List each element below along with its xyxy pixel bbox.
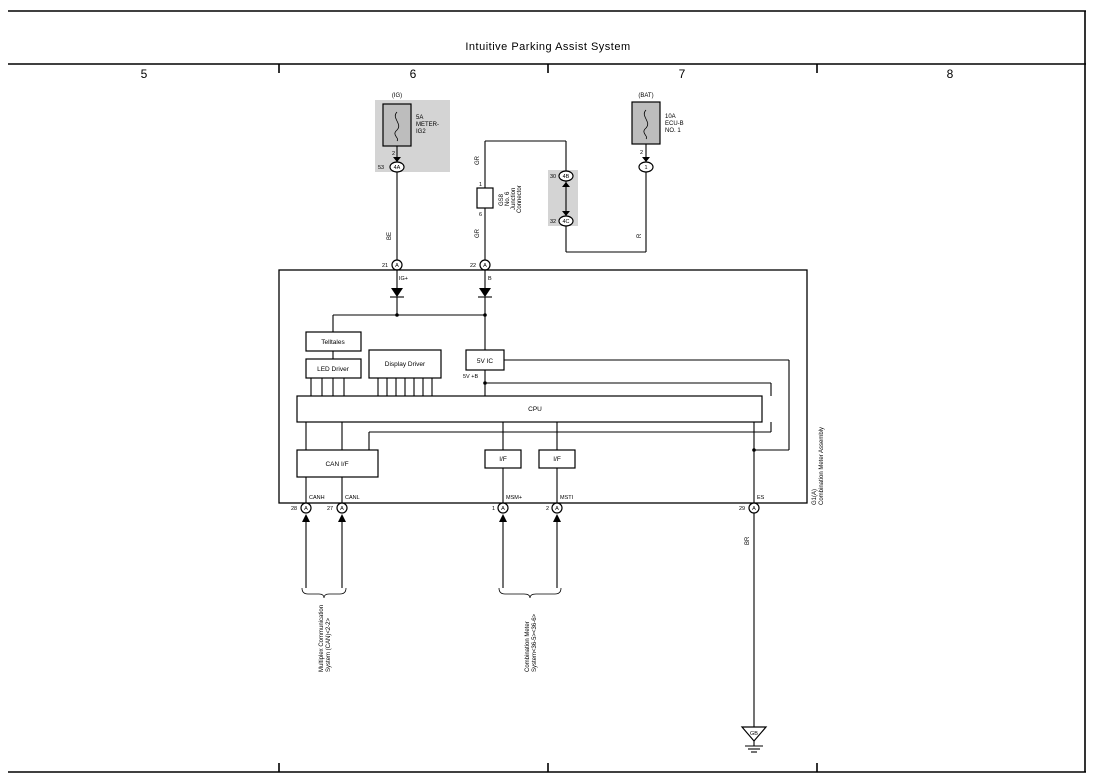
column-label-8: 8 <box>947 67 954 81</box>
pin-canh-code: A <box>304 506 308 512</box>
meter-bottom-pins: A 28 A 27 A 1 A 2 A 29 <box>291 502 760 514</box>
pin-msti-code: A <box>555 506 559 512</box>
junction-pin-bottom: 6 <box>479 212 482 218</box>
pin-msti-num: 2 <box>546 506 549 512</box>
pin-canh-label: CANH <box>309 495 325 501</box>
telltales-label: Telltales <box>321 339 345 346</box>
if1-label: I/F <box>499 456 507 463</box>
regulator-label: 5V IC <box>477 358 494 365</box>
pin-b-num: 22 <box>470 263 476 269</box>
pin-msm-num: 1 <box>492 506 495 512</box>
wire-label-r: R <box>637 233 643 238</box>
bat-source-label: (BAT) <box>638 93 653 99</box>
wire-label-br: BR <box>745 536 751 545</box>
cpu-block: CPU <box>296 395 763 423</box>
combo-ref-line2: System<36-5><36-6> <box>532 613 538 672</box>
pin-es-code: A <box>752 506 756 512</box>
wire-label-gr-top: GR <box>475 155 481 165</box>
pin-ig-code: A <box>395 263 399 269</box>
regulator-output-label: 5V +B <box>463 374 478 380</box>
if2-block: I/F <box>538 449 576 469</box>
regulator-block: 5V IC 5V +B <box>463 349 505 380</box>
column-label-7: 7 <box>679 67 686 81</box>
assembly-name: Combination Meter Assembly <box>819 427 825 505</box>
junction-line2: Junction <box>511 188 517 210</box>
conn-4b-pin: 30 <box>550 174 556 180</box>
junction-code: GS8 <box>499 193 505 206</box>
conn-4c-pin: 32 <box>550 219 556 225</box>
pin-msm-label: MSM+ <box>506 495 522 501</box>
pin-canh-num: 28 <box>291 506 297 512</box>
led-driver-block: LED Driver <box>305 358 362 379</box>
ig-fuse-pin: 2 <box>392 151 395 157</box>
pin-es-num: 29 <box>739 506 745 512</box>
column-label-5: 5 <box>141 67 148 81</box>
conn-4c-code: 4C <box>562 219 569 225</box>
conn-4b-code: 4B <box>563 174 570 180</box>
combo-ref-line1: Combination Meter <box>525 621 531 672</box>
wire-label-gr-bottom: GR <box>475 228 481 238</box>
pin-b-label: B <box>488 276 492 282</box>
ground-code: GB <box>750 731 758 737</box>
display-driver-block: Display Driver <box>368 349 442 379</box>
pin-b-code: A <box>483 263 487 269</box>
ground-symbol: GB <box>740 726 768 753</box>
cpu-label: CPU <box>528 406 542 413</box>
junction-pin-top: 1 <box>479 182 482 188</box>
pin-es-label: ES <box>757 495 765 501</box>
bat-fuse-pin: 2 <box>640 150 643 156</box>
pin-msti-label: MSTI <box>560 495 574 501</box>
wire-label-be: BE <box>387 232 393 240</box>
lower-wiring: BR <box>301 513 755 727</box>
pin-canl-num: 27 <box>327 506 333 512</box>
led-driver-label: LED Driver <box>317 366 350 373</box>
diagram-title: Intuitive Parking Assist System <box>465 41 630 53</box>
telltales-block: Telltales <box>305 331 362 352</box>
ig-fuse-name-1: METER- <box>416 122 439 128</box>
bat-fuse: (BAT) 10A ECU-B NO. 1 2 1 <box>631 93 684 173</box>
can-if-label: CAN I/F <box>325 461 348 468</box>
pin-ig-num: 21 <box>382 263 388 269</box>
pin-canl-label: CANL <box>345 495 360 501</box>
if1-block: I/F <box>484 449 522 469</box>
multiplex-ref-line1: Multiplex Communication <box>319 605 325 672</box>
ig-conn-code: 4A <box>394 165 401 171</box>
ig-conn-pin: 53 <box>378 165 384 171</box>
ig-source-label: (IG) <box>392 93 402 99</box>
ig-fuse-name-2: IG2 <box>416 129 426 135</box>
page-frame <box>8 10 1086 773</box>
pin-canl-code: A <box>340 506 344 512</box>
ig-fuse: (IG) 5A METER- IG2 2 4A 53 <box>378 93 439 173</box>
ig-fuse-rating: 5A <box>416 115 423 121</box>
assembly-code: G1(A) <box>812 489 818 505</box>
top-wiring: BE GR GR 1 6 GS8 No. 6 Junction Connecto… <box>387 140 647 260</box>
meter-internal-wiring <box>305 270 790 503</box>
bat-fuse-rating: 10A <box>665 114 676 120</box>
column-label-6: 6 <box>410 67 417 81</box>
meter-enclosure <box>278 269 808 504</box>
if2-label: I/F <box>553 456 561 463</box>
meter-power-pins: A 21 IG+ A 22 B <box>382 259 492 282</box>
junction-line1: No. 6 <box>505 191 511 206</box>
display-driver-label: Display Driver <box>385 361 426 368</box>
pin-msm-code: A <box>501 506 505 512</box>
multiplex-ref-line2: System (CAN)<2-2> <box>326 617 332 672</box>
bat-fuse-name-1: ECU-B <box>665 121 684 127</box>
pin-ig-label: IG+ <box>399 276 408 282</box>
bat-conn-code: 1 <box>644 165 647 171</box>
can-if-block: CAN I/F <box>296 449 379 478</box>
bat-fuse-name-2: NO. 1 <box>665 128 681 134</box>
junction-line3: Connector <box>517 185 523 213</box>
